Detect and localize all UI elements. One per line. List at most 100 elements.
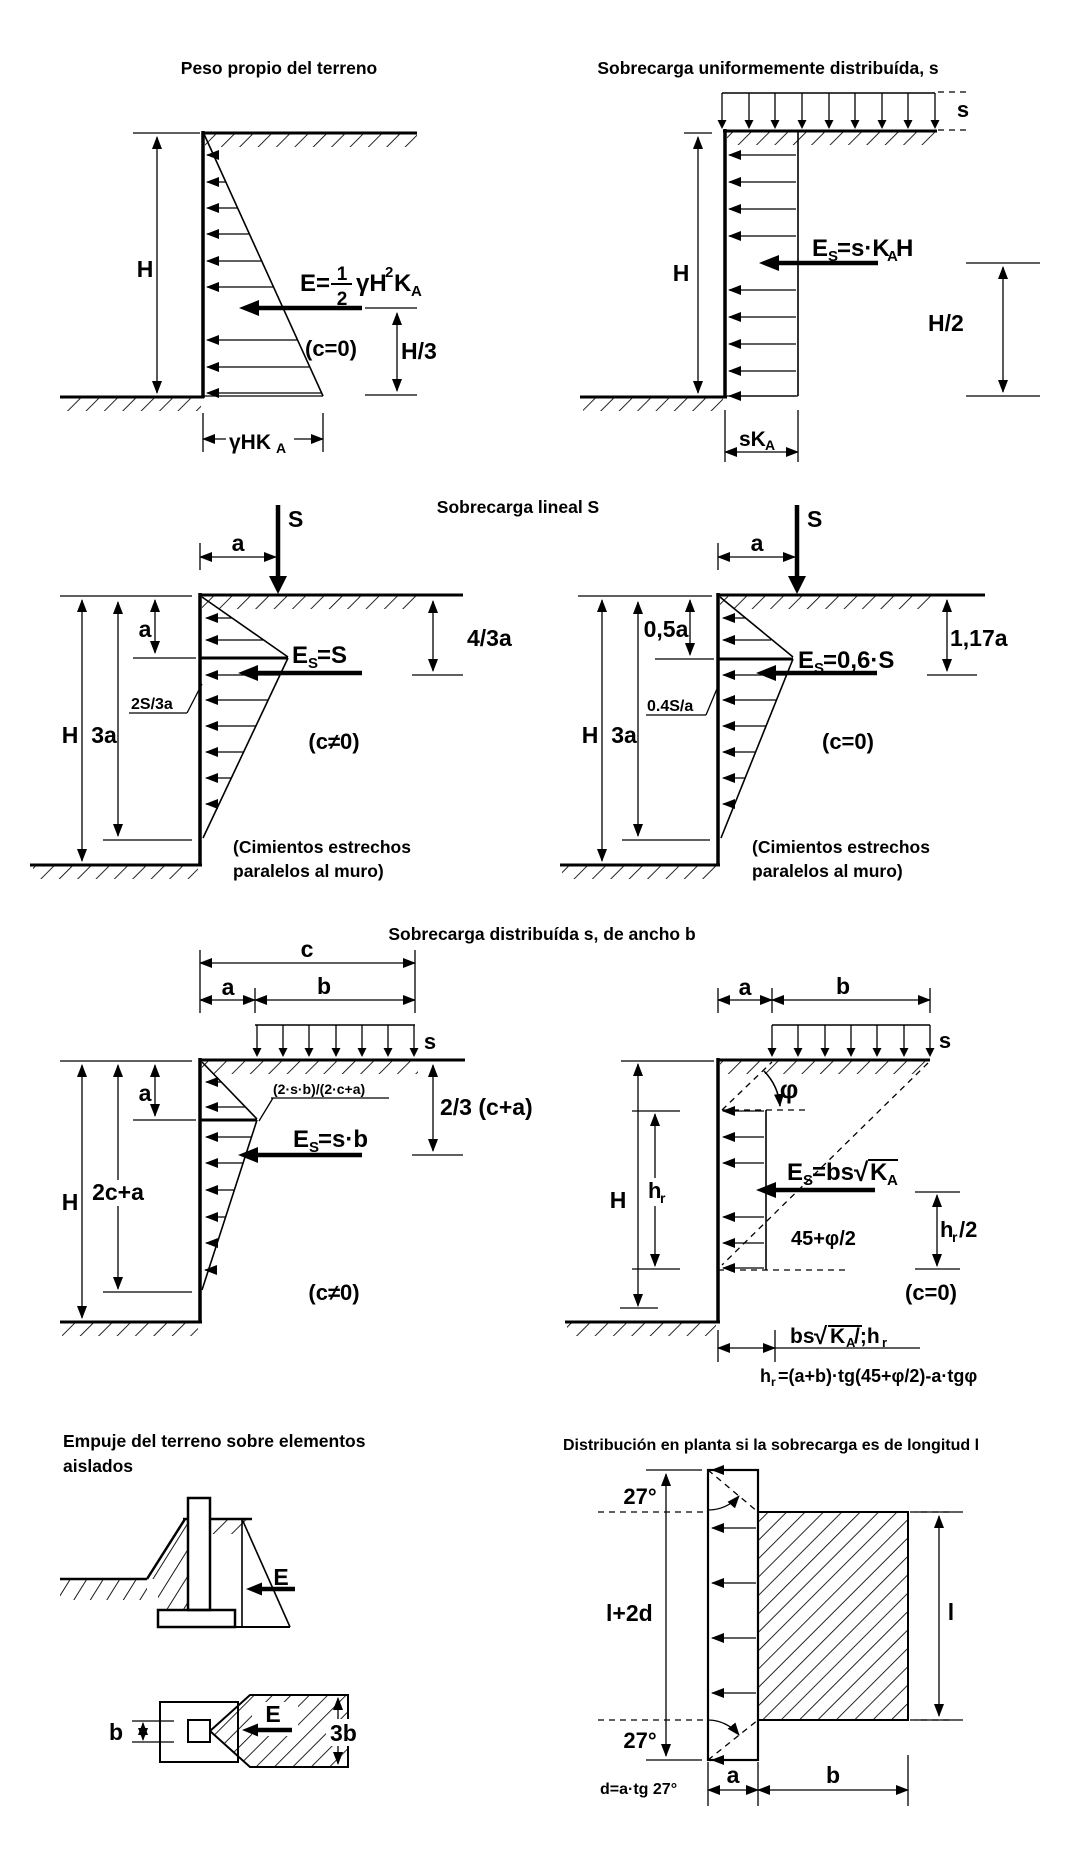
label-base-dim-sub: A xyxy=(276,440,286,456)
label-base-dim-sub: A xyxy=(765,437,775,453)
note-line2: paralelos al muro) xyxy=(752,861,903,881)
resultant-Es-arrow xyxy=(759,255,878,271)
pressure-rectangle xyxy=(727,131,799,401)
formula-denominator: 2 xyxy=(337,289,348,310)
wall-stem xyxy=(186,1496,212,1612)
label-2sb: (2·s·b)/(2·c+a) xyxy=(273,1081,365,1097)
label-H2: H/2 xyxy=(928,310,964,336)
label-base-dim: sK xyxy=(739,428,766,451)
formula-hr-sub: r xyxy=(771,1375,776,1389)
label-27-bottom: 27° xyxy=(623,1728,656,1753)
label-width-K: K xyxy=(830,1325,845,1348)
dim-23ca xyxy=(412,1064,463,1156)
label-a: a xyxy=(739,974,752,1000)
label-c0: (c=0) xyxy=(305,336,357,361)
label-hr2-sub: r xyxy=(952,1229,958,1245)
label-117a: 1,17a xyxy=(950,625,1008,651)
diagram-aislados: Empuje del terreno sobre elementos aisla… xyxy=(60,1431,366,1768)
label-cneq0: (c≠0) xyxy=(308,1280,359,1305)
label-b: b xyxy=(836,973,850,999)
formula-body: =0,6·S xyxy=(823,647,894,674)
label-a: a xyxy=(727,1762,740,1788)
diagram-planta: Distribución en planta si la sobrecarga … xyxy=(563,1437,979,1806)
label-E: E xyxy=(265,1701,280,1727)
dim-width xyxy=(717,1330,920,1362)
formula-hr-rest: =(a+b)·tg(45+φ/2)-a·tgφ xyxy=(778,1366,977,1386)
dim-2ca xyxy=(88,1064,192,1293)
label-H: H xyxy=(137,256,154,282)
ground-hatch xyxy=(62,1323,198,1336)
diagram-peso-propio: Peso propio del terreno H E= 1 2 γH 2 K … xyxy=(60,58,437,456)
formula-numerator: 1 xyxy=(337,264,348,285)
label-04Sa: 0.4S/a xyxy=(647,698,693,715)
formula-E: E xyxy=(292,642,308,669)
label-width-sub: r xyxy=(882,1335,887,1350)
dim-3a xyxy=(622,601,710,841)
ground-hatch xyxy=(720,596,934,609)
label-S: S xyxy=(288,506,303,532)
phi-construction xyxy=(721,1061,806,1111)
pressure-triangle xyxy=(203,133,324,398)
label-s: s xyxy=(939,1028,951,1053)
resultant-Es-arrow xyxy=(756,1182,875,1198)
formula-E: E xyxy=(798,647,814,674)
diagram-lineal-der: S a 0,5a H 3a 1,17a 0.4S/a E S =0,6·S (c… xyxy=(560,505,1008,881)
pressure-diagram xyxy=(200,1061,258,1291)
dim-3a xyxy=(103,601,192,841)
label-S: S xyxy=(807,506,822,532)
ground-hatch xyxy=(33,866,198,879)
wall-strip xyxy=(706,1468,760,1762)
ground-hatch xyxy=(205,134,417,147)
plan-view: E b 3b xyxy=(109,1694,359,1768)
note-line2: paralelos al muro) xyxy=(233,861,384,881)
dim-43a xyxy=(412,600,463,676)
label-2ca: 2c+a xyxy=(92,1179,144,1205)
rupture-line xyxy=(721,1062,929,1266)
label-H: H xyxy=(610,1187,627,1213)
label-a: a xyxy=(751,530,764,556)
formula-E: E xyxy=(293,1126,309,1153)
dim-a-top xyxy=(199,543,277,570)
ground-hatch xyxy=(720,1061,928,1074)
ground-hatch xyxy=(562,866,716,879)
dim-hr2 xyxy=(915,1191,960,1270)
dim-H2 xyxy=(966,262,1040,397)
leader-2S3a xyxy=(129,683,203,714)
pressure-diagram xyxy=(718,596,794,839)
diagram-ancho-der: a b s φ H h r 45+φ/2 E S =bs √ K A h r /… xyxy=(565,973,977,1389)
label-hr: h xyxy=(648,1178,661,1203)
section-title-line1: Empuje del terreno sobre elementos xyxy=(63,1431,366,1451)
label-width-K-sub: A xyxy=(846,1335,856,1350)
E-arrow xyxy=(246,1582,295,1596)
label-a-side: a xyxy=(139,1080,152,1106)
surcharge-load xyxy=(717,91,968,131)
surcharge-load xyxy=(252,1024,419,1057)
label-2S3a: 2S/3a xyxy=(131,696,173,713)
label-27-top: 27° xyxy=(623,1484,656,1509)
dim-c xyxy=(199,950,416,1013)
formula-E: E xyxy=(787,1159,803,1186)
resultant-E-arrow xyxy=(239,300,417,316)
label-width-sqrt: √ xyxy=(814,1323,828,1350)
formula-K: K xyxy=(394,270,412,297)
dim-l xyxy=(915,1511,963,1721)
dim-l2d xyxy=(646,1469,702,1761)
dim-ab xyxy=(717,988,931,1013)
section-title: Sobrecarga uniformemente distribuída, s xyxy=(597,58,939,78)
formula-superscript: 2 xyxy=(385,264,393,281)
label-hr2: h xyxy=(940,1217,953,1242)
formula-body: =s·b xyxy=(318,1126,368,1153)
surcharge-area xyxy=(757,1511,909,1721)
wall-footing xyxy=(156,1608,237,1629)
label-43a: 4/3a xyxy=(467,625,512,651)
dim-b xyxy=(132,1720,174,1743)
label-angle: 45+φ/2 xyxy=(791,1228,856,1250)
label-cneq0: (c≠0) xyxy=(308,729,359,754)
leader-2sb xyxy=(258,1097,389,1122)
label-a-side: a xyxy=(139,616,152,642)
note-line1: (Cimientos estrechos xyxy=(233,837,411,857)
dim-base xyxy=(724,410,799,462)
ground-hatch xyxy=(202,596,418,609)
